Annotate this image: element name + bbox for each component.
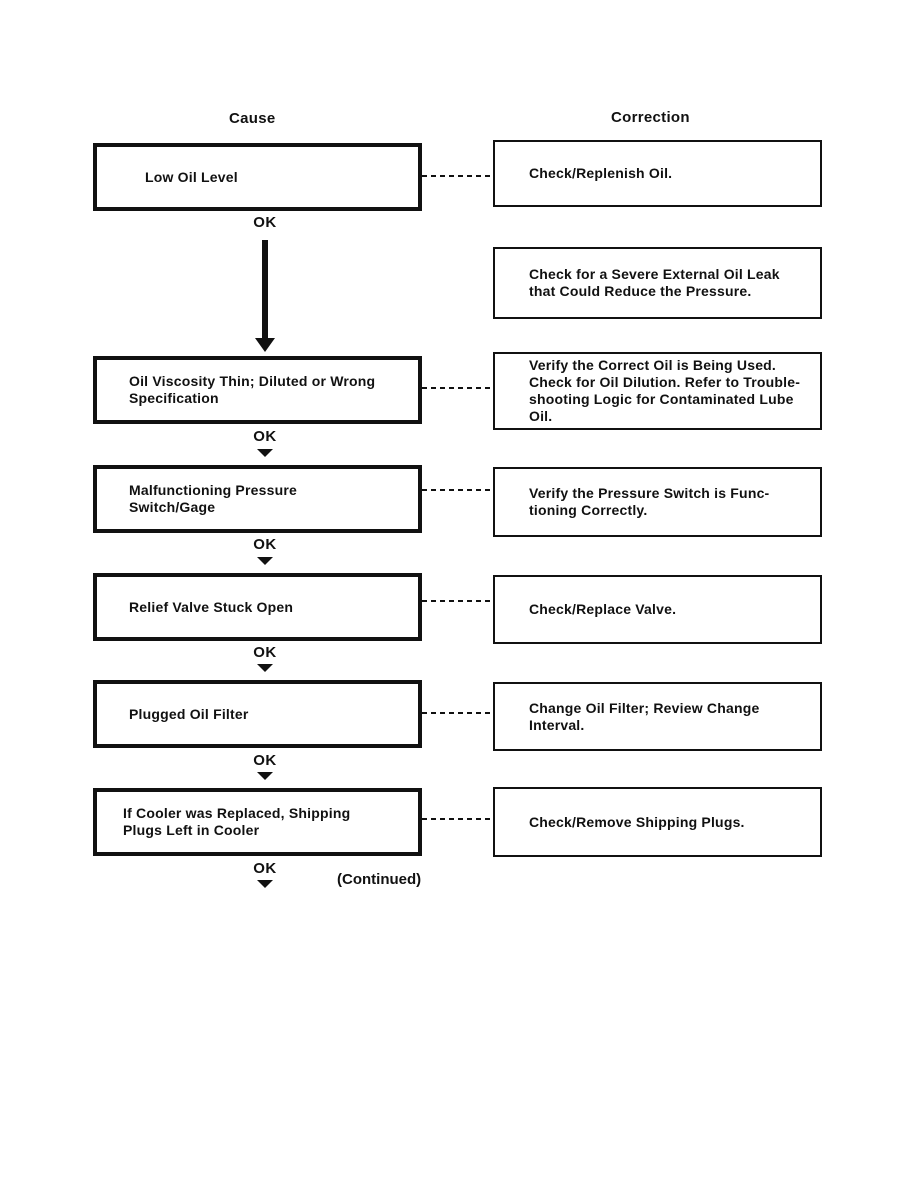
ok-label: OK — [253, 644, 277, 661]
correction-column-header: Correction — [611, 109, 690, 126]
correction-box-verify-switch: Verify the Pressure Switch is Func- tion… — [493, 467, 822, 537]
dashed-connector — [422, 489, 493, 491]
correction-box-external-leak: Check for a Severe External Oil Leak tha… — [493, 247, 822, 319]
correction-text: Check/Replace Valve. — [529, 601, 677, 617]
down-arrow-icon — [257, 772, 273, 780]
dashed-connector — [422, 712, 493, 714]
cause-text: Oil Viscosity Thin; Diluted or Wrong Spe… — [129, 373, 376, 406]
dashed-connector — [422, 600, 493, 602]
continued-label: (Continued) — [337, 871, 422, 888]
ok-label: OK — [253, 860, 277, 877]
cause-text: If Cooler was Replaced, Shipping Plugs L… — [123, 805, 351, 838]
cause-box-oil-viscosity: Oil Viscosity Thin; Diluted or Wrong Spe… — [93, 356, 422, 424]
correction-text: Verify the Correct Oil is Being Used. Ch… — [529, 357, 801, 424]
cause-box-shipping-plugs: If Cooler was Replaced, Shipping Plugs L… — [93, 788, 422, 856]
correction-text: Change Oil Filter; Review Change Interva… — [529, 699, 760, 733]
cause-text: Malfunctioning Pressure Switch/Gage — [129, 482, 297, 515]
down-arrow-icon — [257, 557, 273, 565]
correction-box-replace-valve: Check/Replace Valve. — [493, 575, 822, 644]
down-arrow-shaft — [262, 240, 268, 340]
cause-box-plugged-filter: Plugged Oil Filter — [93, 680, 422, 748]
correction-text: Check for a Severe External Oil Leak tha… — [529, 266, 780, 299]
correction-text: Check/Remove Shipping Plugs. — [529, 813, 745, 830]
correction-box-remove-plugs: Check/Remove Shipping Plugs. — [493, 787, 822, 857]
cause-box-low-oil-level: Low Oil Level — [93, 143, 422, 211]
cause-column-header: Cause — [229, 110, 276, 127]
down-arrow-icon — [257, 664, 273, 672]
correction-text: Check/Replenish Oil. — [529, 165, 673, 181]
down-arrow-icon — [257, 880, 273, 888]
cause-text: Relief Valve Stuck Open — [129, 598, 294, 615]
dashed-connector — [422, 387, 493, 389]
dashed-connector — [422, 818, 493, 820]
ok-label: OK — [253, 428, 277, 445]
down-arrow-icon — [255, 338, 275, 352]
cause-box-pressure-switch: Malfunctioning Pressure Switch/Gage — [93, 465, 422, 533]
dashed-connector — [422, 175, 493, 177]
ok-label: OK — [253, 214, 277, 231]
ok-label: OK — [253, 536, 277, 553]
cause-text: Low Oil Level — [145, 168, 238, 185]
correction-box-change-filter: Change Oil Filter; Review Change Interva… — [493, 682, 822, 751]
correction-box-verify-oil: Verify the Correct Oil is Being Used. Ch… — [493, 352, 822, 430]
correction-text: Verify the Pressure Switch is Func- tion… — [529, 485, 770, 518]
cause-text: Plugged Oil Filter — [129, 705, 249, 722]
cause-box-relief-valve: Relief Valve Stuck Open — [93, 573, 422, 641]
correction-box-replenish-oil: Check/Replenish Oil. — [493, 140, 822, 207]
down-arrow-icon — [257, 449, 273, 457]
ok-label: OK — [253, 752, 277, 769]
